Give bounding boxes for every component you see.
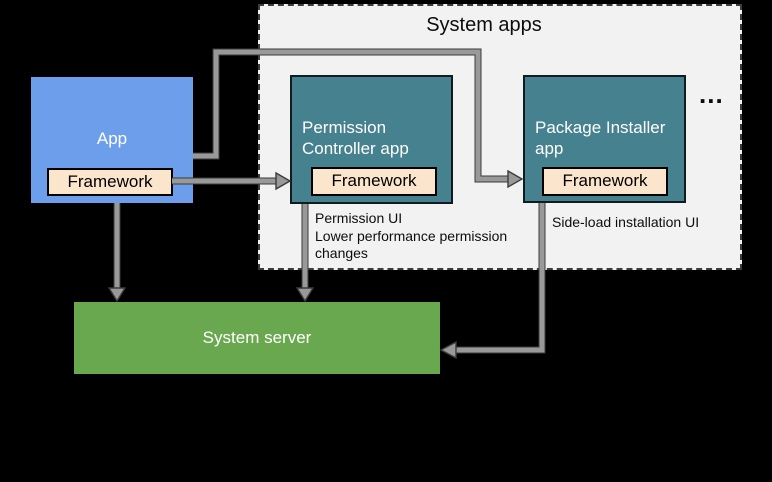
arrow-app-to-system-server	[107, 203, 127, 303]
package-installer-framework-box: Framework	[542, 167, 668, 196]
app-framework-box: Framework	[47, 168, 173, 196]
more-apps-ellipsis: ...	[699, 79, 724, 109]
system-apps-title: System apps	[426, 14, 542, 36]
permission-controller-note: Permission UI Lower performance permissi…	[315, 210, 508, 261]
permission-controller-framework-box: Framework	[311, 167, 437, 196]
package-installer-note: Side-load installation UI	[552, 214, 700, 230]
node-system-server: System server	[74, 302, 440, 374]
app-label: App	[96, 129, 128, 148]
